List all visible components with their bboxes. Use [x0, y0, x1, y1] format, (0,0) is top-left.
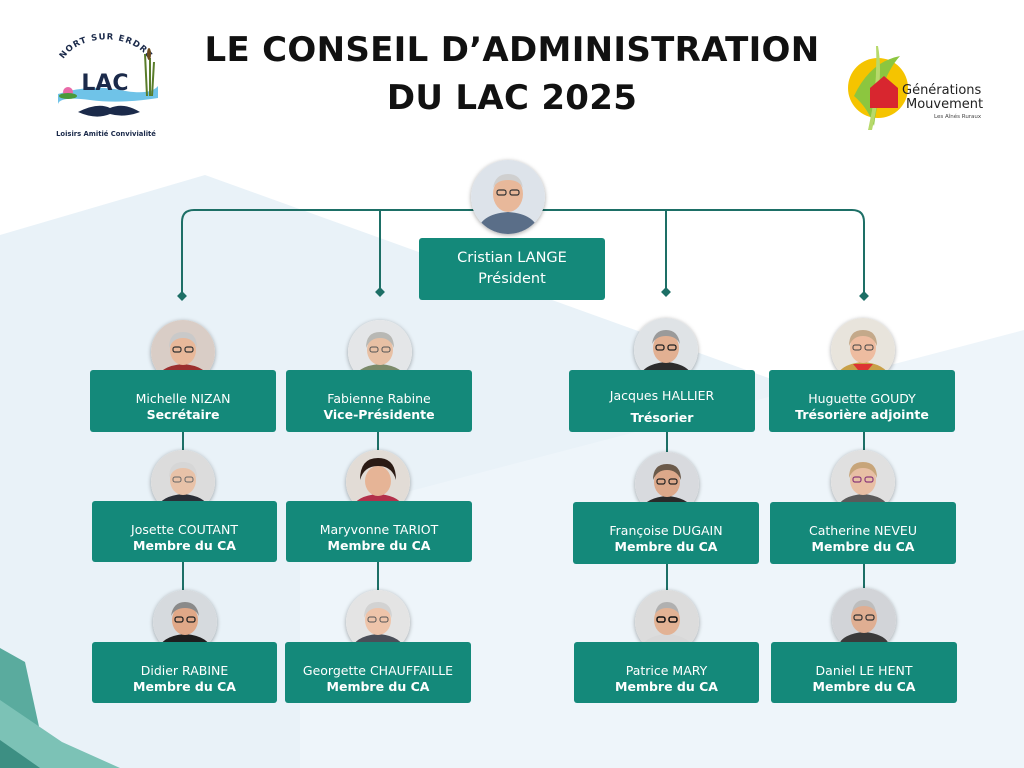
member-role: Membre du CA — [811, 539, 915, 554]
member-name: Didier RABINE — [140, 662, 229, 678]
member-card: Josette COUTANT Membre du CA — [92, 501, 277, 562]
lac-logo: NORT SUR ERDRE LAC Loisirs Amitié Conviv… — [50, 32, 162, 144]
member-role: Vice-Présidente — [323, 407, 435, 422]
member-name: Georgette CHAUFFAILLE — [302, 662, 454, 678]
member-name: Josette COUTANT — [131, 521, 238, 537]
member-card: Françoise DUGAIN Membre du CA — [573, 502, 759, 564]
member-role: Membre du CA — [133, 537, 236, 553]
member-card: Didier RABINE Membre du CA — [92, 642, 277, 703]
member-card: Jacques HALLIER Trésorier — [569, 370, 755, 432]
member-name: Daniel LE HENT — [815, 662, 913, 678]
member-name: Fabienne Rabine — [327, 391, 431, 406]
president-role: Président — [478, 271, 546, 287]
page-title-line-1: LE CONSEIL D’ADMINISTRATION — [204, 30, 820, 70]
member-role: Membre du CA — [133, 678, 236, 694]
president-card: Cristian LANGE Président — [419, 238, 605, 300]
member-role: Membre du CA — [326, 678, 430, 694]
generations-mouvement-logo: Générations Mouvement Les Aînés Ruraux — [840, 38, 1000, 138]
page-title-line-2: DU LAC 2025 — [386, 78, 638, 118]
member-name: Jacques HALLIER — [609, 388, 715, 403]
member-role: Trésorière adjointe — [795, 407, 929, 422]
lac-logo-tagline: Loisirs Amitié Convivialité — [56, 130, 156, 138]
member-name: Françoise DUGAIN — [609, 523, 723, 538]
member-card: Patrice MARY Membre du CA — [574, 642, 759, 703]
member-role: Membre du CA — [812, 678, 916, 694]
member-role: Trésorier — [630, 410, 694, 425]
member-role: Membre du CA — [327, 537, 431, 553]
gm-logo-line3: Les Aînés Ruraux — [934, 113, 982, 120]
gm-logo-line2: Mouvement — [906, 97, 983, 112]
member-role: Secrétaire — [146, 407, 220, 422]
president-name: Cristian LANGE — [457, 250, 567, 266]
member-role: Membre du CA — [614, 539, 718, 554]
lac-logo-wordmark: LAC — [81, 71, 128, 96]
member-role: Membre du CA — [615, 678, 718, 694]
member-card: Georgette CHAUFFAILLE Membre du CA — [285, 642, 471, 703]
member-name: Michelle NIZAN — [135, 391, 231, 406]
member-card: Catherine NEVEU Membre du CA — [770, 502, 956, 564]
member-card: Maryvonne TARIOT Membre du CA — [286, 501, 472, 562]
member-name: Maryvonne TARIOT — [319, 521, 439, 537]
member-card: Fabienne Rabine Vice-Présidente — [286, 370, 472, 432]
member-name: Patrice MARY — [625, 662, 708, 678]
gm-logo-line1: Générations — [902, 83, 982, 98]
member-name: Huguette GOUDY — [808, 391, 916, 406]
member-card: Daniel LE HENT Membre du CA — [771, 642, 957, 703]
member-card: Huguette GOUDY Trésorière adjointe — [769, 370, 955, 432]
member-card: Michelle NIZAN Secrétaire — [90, 370, 276, 432]
member-name: Catherine NEVEU — [809, 523, 917, 538]
president-photo — [471, 160, 545, 234]
